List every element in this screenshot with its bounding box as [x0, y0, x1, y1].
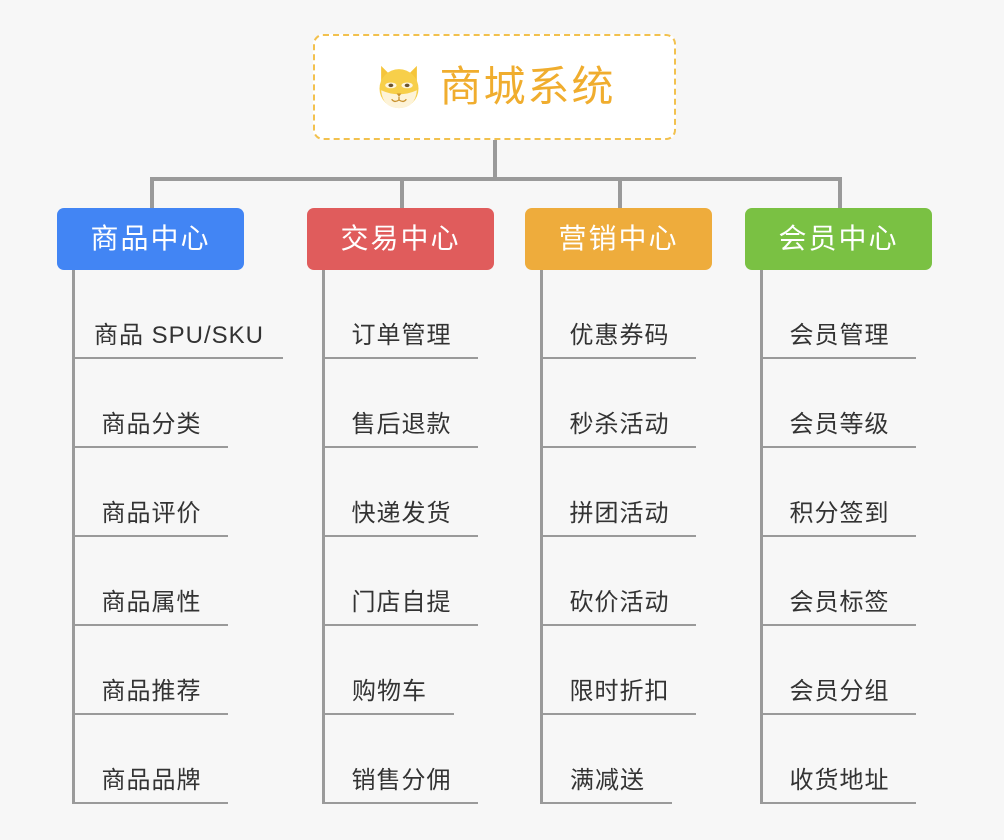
category-header-商品中心[interactable]: 商品中心: [57, 208, 244, 270]
connector-drop-1: [150, 177, 154, 208]
list-item[interactable]: 门店自提: [325, 537, 478, 626]
root-node[interactable]: 商城系统: [313, 34, 676, 140]
list-item-label: 商品品牌: [101, 767, 202, 794]
category-header-交易中心[interactable]: 交易中心: [307, 208, 494, 270]
list-item[interactable]: 销售分佣: [325, 715, 478, 804]
list-item[interactable]: 商品属性: [75, 537, 228, 626]
list-item[interactable]: 会员管理: [763, 270, 916, 359]
list-item-label: 会员等级: [789, 411, 890, 438]
list-item[interactable]: 购物车: [325, 626, 454, 715]
list-item-label: 会员分组: [789, 678, 890, 705]
shiba-dog-icon: [373, 61, 425, 113]
category-header-营销中心[interactable]: 营销中心: [525, 208, 712, 270]
list-item-label: 收货地址: [789, 767, 890, 794]
list-item[interactable]: 商品品牌: [75, 715, 228, 804]
list-item-label: 商品分类: [101, 411, 202, 438]
list-item[interactable]: 订单管理: [325, 270, 478, 359]
list-item-label: 商品 SPU/SKU: [93, 322, 265, 349]
list-item[interactable]: 积分签到: [763, 448, 916, 537]
connector-root-stem: [493, 140, 497, 180]
category-label: 营销中心: [558, 223, 679, 254]
list-item[interactable]: 会员分组: [763, 626, 916, 715]
branch-spine: [322, 270, 325, 804]
connector-drop-4: [838, 177, 842, 208]
list-item[interactable]: 快递发货: [325, 448, 478, 537]
list-item-label: 优惠券码: [569, 322, 670, 349]
list-item-label: 购物车: [352, 678, 427, 705]
list-item[interactable]: 商品 SPU/SKU: [75, 270, 283, 359]
list-item-label: 销售分佣: [351, 767, 452, 794]
list-item-label: 拼团活动: [569, 500, 670, 527]
category-label: 商品中心: [90, 223, 211, 254]
list-item[interactable]: 砍价活动: [543, 537, 696, 626]
list-item-label: 限时折扣: [569, 678, 670, 705]
category-column-商品中心: 商品中心 商品 SPU/SKU 商品分类 商品评价 商品属性 商品推荐 商品品牌: [57, 208, 297, 804]
list-item-label: 商品推荐: [101, 678, 202, 705]
list-item[interactable]: 会员等级: [763, 359, 916, 448]
list-item[interactable]: 商品分类: [75, 359, 228, 448]
list-item-label: 售后退款: [351, 411, 452, 438]
list-item[interactable]: 售后退款: [325, 359, 478, 448]
list-item-label: 满减送: [570, 767, 645, 794]
list-item[interactable]: 收货地址: [763, 715, 916, 804]
list-item-label: 砍价活动: [569, 589, 670, 616]
category-column-交易中心: 交易中心 订单管理 售后退款 快递发货 门店自提 购物车 销售分佣: [307, 208, 547, 804]
root-title: 商城系统: [439, 63, 616, 110]
connector-drop-3: [618, 177, 622, 208]
connector-drop-2: [400, 177, 404, 208]
connector-horizontal-bus: [150, 177, 838, 181]
list-item[interactable]: 商品推荐: [75, 626, 228, 715]
list-item-label: 快递发货: [351, 500, 452, 527]
list-item[interactable]: 商品评价: [75, 448, 228, 537]
category-column-会员中心: 会员中心 会员管理 会员等级 积分签到 会员标签 会员分组 收货地址: [745, 208, 985, 804]
branch-spine: [760, 270, 763, 804]
list-item-label: 秒杀活动: [569, 411, 670, 438]
list-item-label: 会员管理: [789, 322, 890, 349]
list-item[interactable]: 拼团活动: [543, 448, 696, 537]
list-item-label: 积分签到: [789, 500, 890, 527]
category-label: 交易中心: [340, 223, 461, 254]
list-item-label: 商品评价: [101, 500, 202, 527]
branch-spine: [540, 270, 543, 804]
list-item[interactable]: 秒杀活动: [543, 359, 696, 448]
list-item[interactable]: 优惠券码: [543, 270, 696, 359]
list-item[interactable]: 会员标签: [763, 537, 916, 626]
category-label: 会员中心: [778, 223, 899, 254]
category-column-营销中心: 营销中心 优惠券码 秒杀活动 拼团活动 砍价活动 限时折扣 满减送: [525, 208, 765, 804]
list-item[interactable]: 限时折扣: [543, 626, 696, 715]
list-item[interactable]: 满减送: [543, 715, 672, 804]
list-item-label: 订单管理: [351, 322, 452, 349]
list-item-label: 商品属性: [101, 589, 202, 616]
category-header-会员中心[interactable]: 会员中心: [745, 208, 932, 270]
list-item-label: 会员标签: [789, 589, 890, 616]
branch-spine: [72, 270, 75, 804]
list-item-label: 门店自提: [351, 589, 452, 616]
